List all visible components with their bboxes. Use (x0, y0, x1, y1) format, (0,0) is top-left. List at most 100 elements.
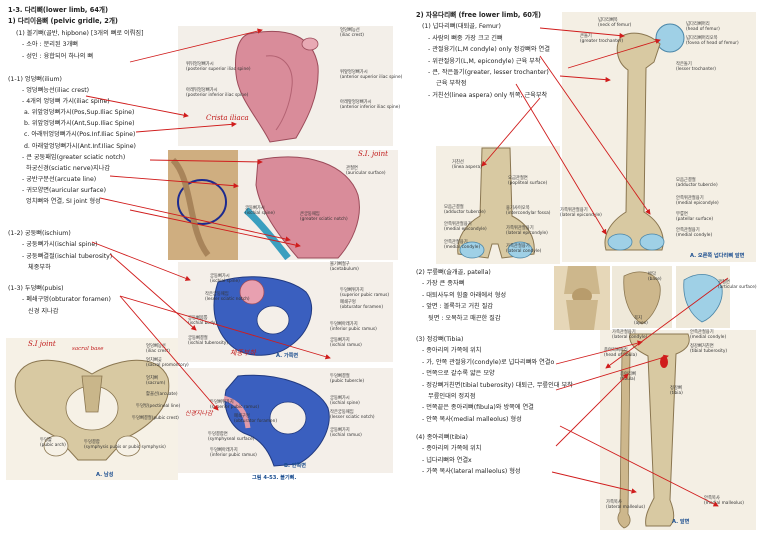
hip-bone-photo (168, 150, 238, 260)
fig-label: 아래앞엉덩뼈가시(anterior inferior iliac spine) (340, 100, 401, 110)
note-line: - 폐쇄구멍(obturator foramen) (22, 296, 111, 304)
fig-label: 가쪽위관절융기(lateral epicondyle) (560, 208, 602, 218)
fig-label: 두덩뼈아래가지(inferior pubic ramus) (210, 448, 257, 458)
fig-label: 안쪽위관절융기(medial epicondyle) (444, 222, 487, 232)
note-line: - 먼쪽끝은 종아리뼈(fibula)와 방쪽에 연결 (422, 404, 534, 412)
handwritten-note: Crista iliaca (206, 114, 249, 122)
handwritten-note: sacral base (72, 346, 104, 352)
fig-label: 안쪽복사(medial malleolus) (704, 496, 744, 506)
note-line: (1) 넙다리뼈(대퇴골, Femur) (422, 23, 501, 31)
note-line: (2) 무릎뼈(슬개골, patella) (416, 269, 491, 276)
fig-label: 궁둥뼈가시(ischial spine) (210, 274, 240, 284)
fig-label: 종아리뼈(fibula) (620, 372, 636, 382)
note-line: (4) 종아리뼈(tibia) (416, 434, 468, 441)
fig-label: 두덩뼈위가지(superior pubic ramus) (210, 400, 260, 410)
fig-label: 활꼴선(arcuate) (146, 392, 178, 397)
handwritten-note: 체중부하 (230, 349, 256, 357)
fig-label: 안쪽관절융기(medial condyle) (676, 228, 713, 238)
figure-caption: 그림 4-53. 볼기뼈. (252, 475, 297, 481)
fig-label: 두덩결합면(symphyseal surface) (208, 432, 255, 442)
patella-back-figure (676, 266, 730, 328)
note-line: a. 위앞엉덩뼈가시(Pos,Sup.Iliac Spine) (24, 109, 135, 117)
note-line: 근육 부착점 (436, 80, 467, 88)
note-line: 무릎인대의 정지점 (428, 392, 476, 400)
pelvis-front-figure (6, 338, 178, 480)
fig-label: 궁둥뼈결절(ischial tuberosity) (188, 336, 228, 346)
fig-label: 볼기뼈절구(acetabulum) (330, 262, 359, 272)
fig-label: 위앞엉덩뼈가시(anterior superior iliac spine) (340, 70, 403, 80)
pubis-illustration (223, 374, 330, 467)
note-line: - 궁반구분선(arcuate line) (22, 175, 97, 183)
note-line: - 정강뼈거친면(tibial tuberosity) 대퇴근, 무릎인대 부착 (422, 381, 573, 389)
fig-label: 정강뼈거친면(tibial tuberosity) (690, 344, 728, 354)
fig-label: 거친선(linea aspera) (452, 160, 482, 170)
fig-label: 두덩뼈결절(pubic tubercle) (330, 374, 365, 384)
fig-label: 엉덩뼈능선(iliac crest) (146, 344, 170, 354)
fig-label: 작은돌기(lesser trochanter) (676, 62, 716, 72)
femur-anterior-figure (562, 12, 756, 262)
fig-label: 모음근결절(adductor tubercle) (444, 205, 486, 215)
note-line: - 대퇴사두의 힘줄 아래에서 형성 (422, 291, 507, 299)
fig-label: 궁둥뼈가시(ischial spine) (245, 206, 275, 216)
note-line: - 종아리의 가쪽에 위치 (422, 347, 482, 355)
note-line: - 성인 : 융합되어 하나의 뼈 (22, 52, 94, 60)
note-line: 하궁신경(sciatic nerve)지나감 (26, 164, 111, 172)
left-heading: 1-3. 다리뼈(lower limb, 64개) (8, 6, 108, 14)
patella-posterior-illustration (683, 274, 723, 323)
femur-notes: 2) 자유다리뼈 (free lower limb, 60개) (1) 넙다리뼈… (416, 10, 550, 101)
fig-label: 엉치뼈곶(sacral promontory) (146, 358, 189, 368)
note-line: - 가, 안쪽 관절융기(condyle)로 넙다리뼈와 연결o (422, 358, 555, 366)
fig-label: 넙다리뼈머리(head of femur) (686, 22, 720, 32)
fig-label: 아래뒤엉덩뼈가시(posterior inferior iliac spine) (186, 88, 249, 98)
note-line: c. 아래뒤엉덩뼈가시(Pos.Inf.Iliac Spine) (24, 131, 136, 139)
fig-label: 두덩뼈아래가지(inferior pubic ramus) (330, 322, 377, 332)
fig-label: 종아리뼈머리(head of fibula) (604, 348, 637, 358)
fibula-notes: (4) 종아리뼈(tibia) - 종아리의 가쪽에 위치 - 넙다리뼈와 연결… (416, 432, 521, 478)
note-line: - 4개의 엉덩뼈 가시(iliac spine) (22, 98, 110, 106)
fig-label: 오금관절면(popliteal surface) (508, 176, 548, 186)
fig-label: 넙다리뼈목(neck of femur) (598, 18, 632, 28)
knee-photo (554, 266, 610, 330)
fig-label: 무릎면(patellar surface) (676, 212, 714, 222)
note-line: - 엉덩뼈능선(iliac crest) (22, 87, 90, 95)
fig-label: 관절면(articular surface) (718, 280, 757, 290)
right-heading: 2) 자유다리뼈 (free lower limb, 60개) (416, 11, 541, 19)
fig-label: 폐쇄구멍(obturator foramen) (340, 300, 384, 310)
note-line: - 큰 궁둥패임(greater sciatic notch) (22, 153, 126, 161)
patella-notes: (2) 무릎뼈(슬개골, patella) - 가장 큰 종자뼈 - 대퇴사두의… (416, 267, 506, 324)
note-line: b. 위앞엉덩뼈가시(Ant,Sup.Iliac Spine) (24, 120, 135, 128)
tibia-notes: (3) 정강뼈(Tibia) - 종아리의 가쪽에 위치 - 가, 안쪽 관절융… (416, 334, 573, 425)
fig-label: 궁둥뼈가지(ischial ramus) (330, 338, 362, 348)
fig-label: 폐쇄구멍(obturator foramen) (234, 414, 278, 424)
note-line: - 큰, 작은돌기(greater, lesser trochanter) (428, 68, 549, 76)
fig-label: 두덩활(pubic arch) (40, 438, 66, 448)
hip-photo (168, 150, 238, 260)
fig-label: 작은궁둥패임(lesser sciatic notch) (205, 292, 250, 302)
fig-label: 두덩뼈결절(pubic crest) (132, 416, 179, 421)
fig-label: 안쪽위관절융기(medial epicondyle) (676, 196, 719, 206)
fig-label: 위뒤엉덩뼈가시(posterior superior iliac spine) (186, 62, 251, 72)
figure-caption: A. 남성 (96, 472, 114, 478)
note-line: - 넙다리뼈와 연결x (422, 456, 472, 464)
note-line: (1-3) 두덩뼈(pubis) (8, 285, 64, 292)
fig-label: 궁둥뼈가시(ischial spine) (330, 396, 360, 406)
fig-label: 넙다리뼈머리오목(fovea of head of femur) (686, 36, 739, 46)
fig-label: 모음근결절(adductor tubercle) (676, 178, 718, 188)
note-line: 체중부하 (28, 264, 51, 272)
note-line: - 궁둥뼈가시(ischial spine) (22, 241, 98, 249)
note-line: (3) 정강뼈(Tibia) (416, 336, 464, 343)
note-line: - 거친선(linea aspera) only 뒤쪽, 근육부착 (428, 91, 548, 99)
left-notes: 1-3. 다리뼈(lower limb, 64개) 1) 다리이음뼈 (pelv… (8, 5, 143, 62)
note-line: - 귀모양면(auricular surface) (22, 186, 106, 194)
handwritten-note: S.I. joint (358, 150, 388, 158)
fig-label: 엉덩뼈능선(iliac crest) (340, 28, 364, 38)
figure-caption: A. 가쪽면 (276, 353, 299, 359)
femur-illustration (604, 23, 685, 251)
note-line: (1) 볼기뼈(골반, hipbone) [3개의 뼈로 이뤄짐] (16, 29, 144, 37)
note-line: - 소아 : 분리된 3개뼈 (22, 41, 78, 49)
fig-label: 정강뼈(tibia) (670, 386, 683, 396)
note-line: 신경 지나감 (28, 307, 59, 315)
note-line: - 궁둥뼈결절(ischial tuberosity) (22, 252, 113, 260)
note-line: (1-1) 엉덩뼈(ilium) (8, 76, 62, 83)
fig-label: 안쪽관절융기(medial condyle) (690, 330, 727, 340)
